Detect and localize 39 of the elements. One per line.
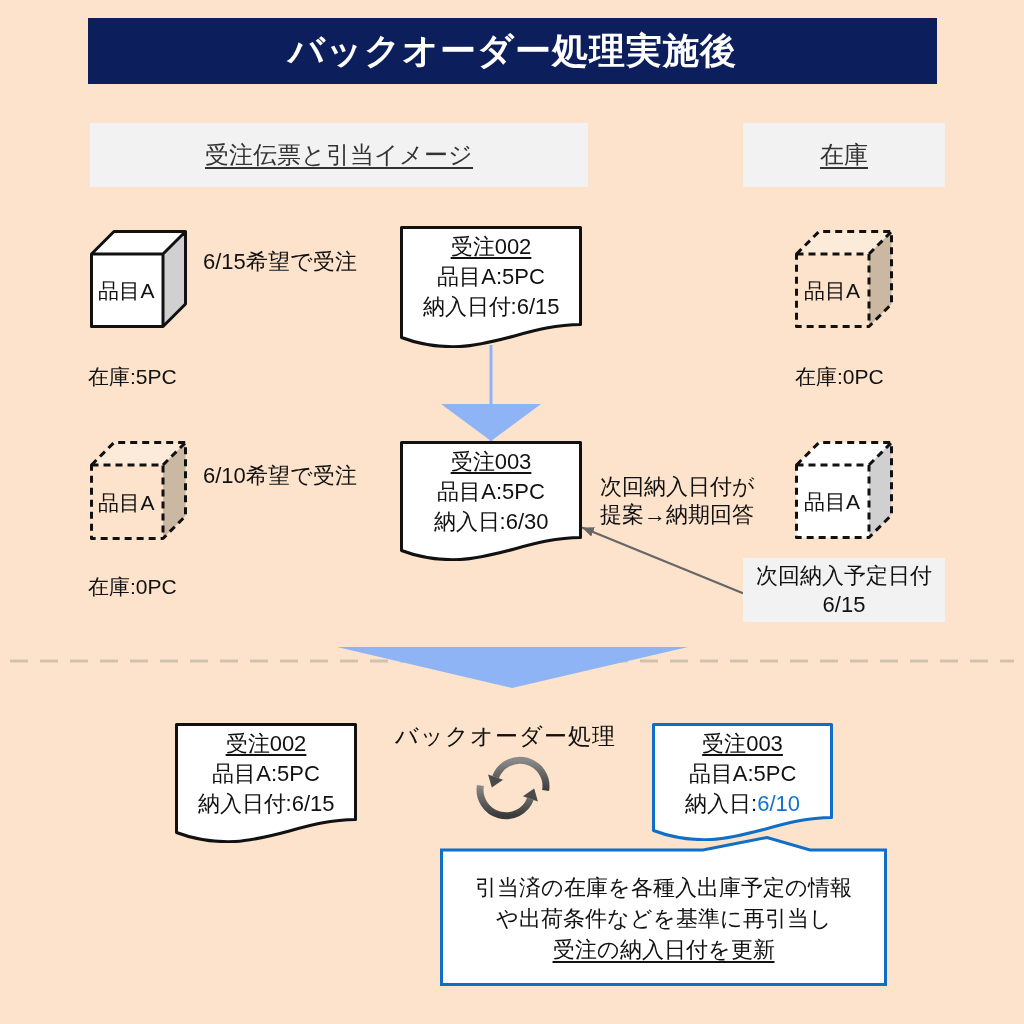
callout-text: 引当済の在庫を各種入出庫予定の情報や出荷条件などを基準に再引当し xyxy=(474,874,853,933)
document-title: 受注002 xyxy=(450,234,532,259)
note-box xyxy=(743,558,945,622)
note-text: 次回納入予定日付 xyxy=(756,563,932,588)
document-shape xyxy=(400,226,582,348)
document-shape xyxy=(652,723,833,841)
callout-text: 受注の納入日付を更新 xyxy=(552,937,775,962)
annotation-text: 6/10希望で受注 xyxy=(203,462,357,490)
document-title: 受注003 xyxy=(702,731,783,756)
note-text: 6/15 xyxy=(822,592,866,617)
leader-arrow xyxy=(581,526,744,595)
document-text: 品目A:5PC xyxy=(437,479,545,504)
document-text: 納入日付:6/15 xyxy=(197,791,335,816)
stock-text: 在庫:0PC xyxy=(88,574,177,600)
cube-label: 品目A xyxy=(804,490,860,513)
annotation-text: 6/15希望で受注 xyxy=(203,248,357,276)
document-shape xyxy=(400,441,582,561)
heading-text: 在庫 xyxy=(820,141,868,168)
document-title: 受注003 xyxy=(450,449,532,474)
cube-label: 品目A xyxy=(804,279,860,302)
cube-label: 品目A xyxy=(98,490,155,514)
cube-label: 品目A xyxy=(98,279,155,302)
document-text: 納入日付:6/15 xyxy=(422,294,560,319)
heading-band xyxy=(743,123,945,187)
document-text: 納入日:6/10 xyxy=(685,791,800,816)
title-banner: バックオーダー処理実施後 xyxy=(88,18,937,84)
document-shape xyxy=(175,723,357,843)
document-text: 納入日:6/30 xyxy=(433,509,549,534)
document-text: 品目A:5PC xyxy=(688,761,797,786)
document-title: 受注002 xyxy=(225,731,307,756)
process-label: バックオーダー処理 xyxy=(394,722,616,750)
document-text: 品目A:5PC xyxy=(437,264,545,289)
heading-band xyxy=(90,123,588,187)
stock-text: 在庫:0PC xyxy=(795,364,884,390)
stock-text: 在庫:5PC xyxy=(88,364,177,390)
document-text: 品目A:5PC xyxy=(212,761,320,786)
heading-text: 受注伝票と引当イメージ xyxy=(205,141,473,168)
triangle-arrow xyxy=(441,345,541,441)
annotation-text: 次回納入日付が提案→納期回答 xyxy=(600,473,756,529)
